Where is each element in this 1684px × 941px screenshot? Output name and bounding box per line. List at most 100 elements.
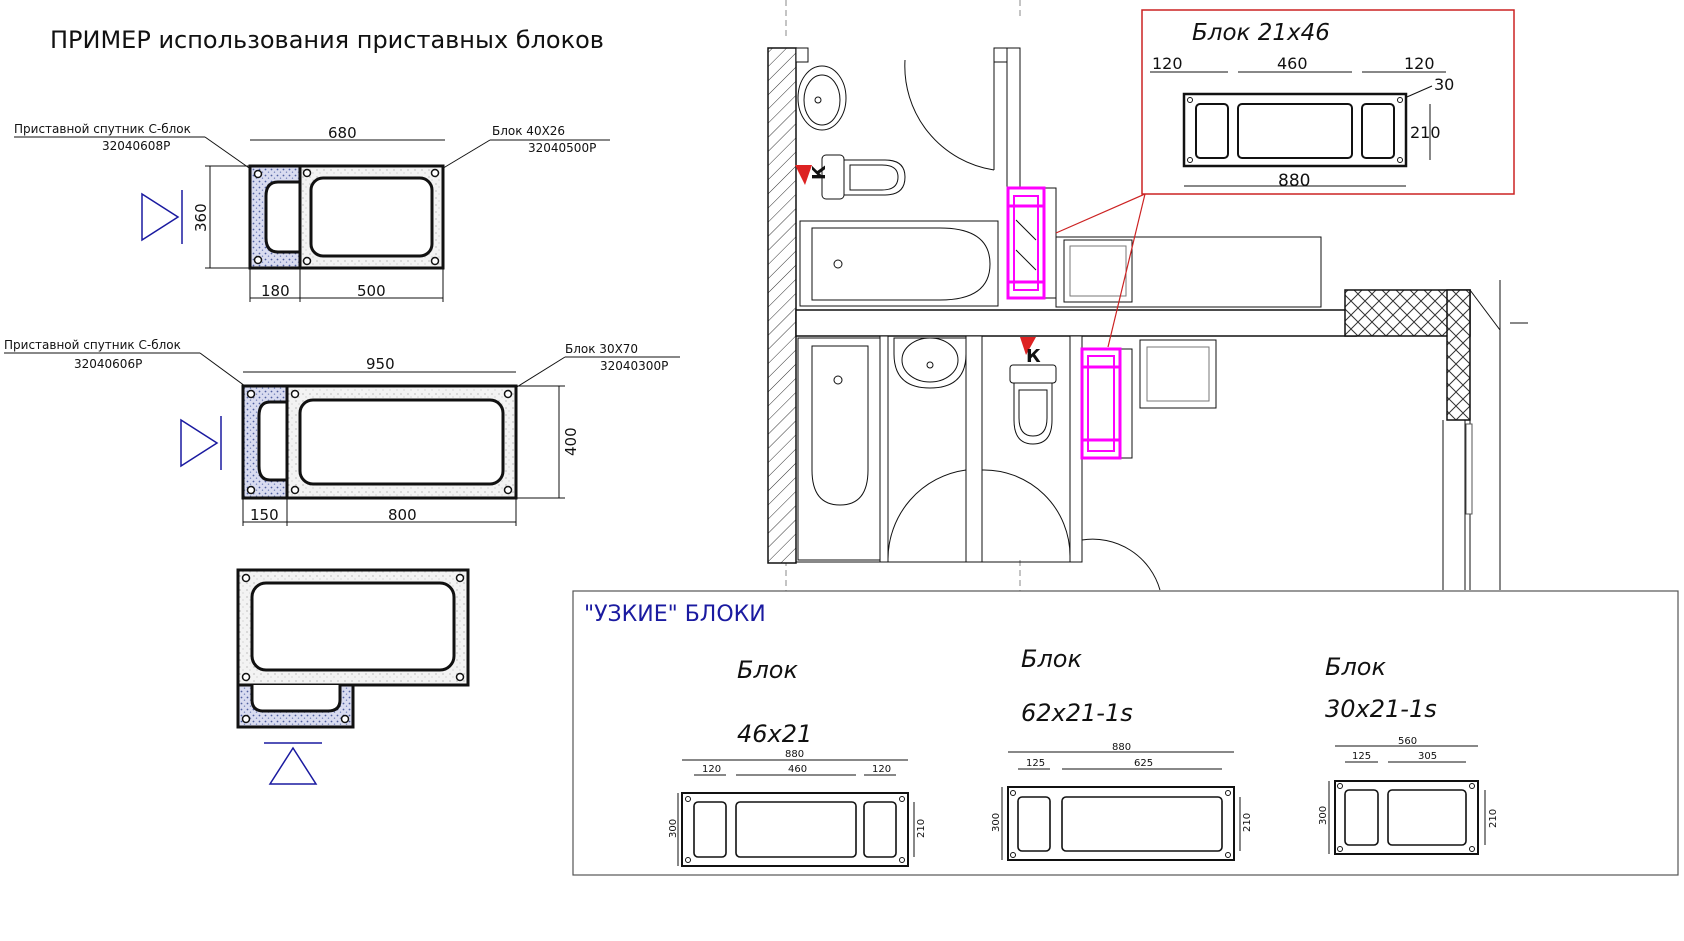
detail-dim-total: 880 <box>1278 171 1310 191</box>
detail-cavity-mid <box>1237 103 1353 159</box>
cavity <box>735 801 857 858</box>
bolt-hole <box>241 573 251 583</box>
bolt-hole <box>899 796 905 802</box>
view-direction-symbol <box>264 742 322 785</box>
bolt-hole <box>430 168 440 178</box>
dim-b: 625 <box>1134 758 1153 769</box>
satellite-cavity <box>257 400 287 482</box>
dim-b: 460 <box>788 764 807 775</box>
washbasin-lower <box>893 337 967 389</box>
bolt-hole <box>503 485 513 495</box>
cavity <box>693 801 727 858</box>
block-label-2: Блок 30Х70 <box>565 342 638 356</box>
satellite-label-1: Приставной спутник С-блок <box>14 122 191 136</box>
wall <box>879 335 889 563</box>
detail-dim-left: 120 <box>1152 54 1183 73</box>
dim-total: 560 <box>1398 736 1417 747</box>
leader-line <box>204 136 253 171</box>
highlight-block-lower <box>1080 347 1133 460</box>
detail-title: Блок 21х46 <box>1192 20 1330 46</box>
block-name: Блок <box>1021 645 1082 673</box>
bolt-hole <box>290 485 300 495</box>
marker-flag <box>1020 337 1036 355</box>
example-2: Приставной спутник С-блок 32040606Р Блок… <box>4 338 680 526</box>
bolt-hole <box>685 857 691 863</box>
bolt-hole <box>455 672 465 682</box>
cavity <box>1387 789 1467 846</box>
dim-left-1: 180 <box>261 282 290 300</box>
wall <box>1069 335 1083 563</box>
toilet-lower <box>1009 364 1057 445</box>
cavity <box>863 801 897 858</box>
bolt-hole <box>430 256 440 266</box>
example-3 <box>236 568 470 785</box>
dim-height-1: 360 <box>192 203 210 232</box>
wall <box>767 47 797 564</box>
dim-h2: 210 <box>1242 813 1253 832</box>
leader-line <box>511 356 566 391</box>
washbasin-upper <box>797 65 847 131</box>
cavity <box>1344 789 1379 846</box>
bolt-hole <box>246 389 256 399</box>
dim-right-2: 800 <box>388 506 417 524</box>
satellite-code-2: 32040606Р <box>74 357 142 371</box>
bolt-hole <box>1010 790 1016 796</box>
dim-h1: 300 <box>1318 806 1329 825</box>
callout-line <box>1107 193 1146 348</box>
bolt-hole <box>1337 783 1343 789</box>
bolt-hole <box>1337 846 1343 852</box>
narrow-blocks-panel: "УЗКИЕ" БЛОКИ Блок 46х21 880 120 460 120… <box>572 590 1679 876</box>
main-block-cavity <box>298 398 505 486</box>
main-block-cavity <box>250 581 456 672</box>
bolt-hole <box>340 714 350 724</box>
cabinet-inner <box>1146 346 1210 402</box>
marker-flag <box>795 165 812 185</box>
block-name: Блок <box>737 656 798 684</box>
block-size: 46х21 <box>737 720 812 748</box>
detail-dim-mid: 460 <box>1277 54 1308 73</box>
bolt-hole <box>1469 783 1475 789</box>
bolt-hole <box>290 389 300 399</box>
detail-callout: Блок 21х46 120 460 120 30 210 880 <box>1141 9 1515 195</box>
bathtub-upper <box>799 220 999 307</box>
block-code-1: 32040500Р <box>528 141 596 155</box>
door-swing <box>887 469 967 561</box>
dim-right-1: 500 <box>357 282 386 300</box>
door-swing <box>904 59 995 171</box>
dim-total: 880 <box>1112 742 1131 753</box>
dim-total-2: 950 <box>366 355 395 373</box>
bolt-hole <box>1010 852 1016 858</box>
callout-line <box>1055 193 1146 234</box>
bolt-hole <box>503 389 513 399</box>
dim-a: 125 <box>1026 758 1045 769</box>
door-swing <box>981 469 1071 557</box>
dim-h1: 300 <box>668 819 679 838</box>
satellite-cavity <box>250 685 342 713</box>
block-size: 30х21-1s <box>1325 695 1437 723</box>
dim-c: 120 <box>872 764 891 775</box>
bolt-hole <box>455 573 465 583</box>
detail-cavity-right <box>1361 103 1395 159</box>
cabinet-inner <box>1069 245 1127 297</box>
page-title: ПРИМЕР использования приставных блоков <box>50 26 604 54</box>
dim-a: 125 <box>1352 751 1371 762</box>
bolt-hole <box>1187 157 1193 163</box>
bolt-hole <box>302 256 312 266</box>
narrow-block-3: Блок 30х21-1s 560 125 305 300 210 <box>1318 653 1499 855</box>
satellite-cavity <box>264 180 300 254</box>
leader-line <box>199 352 246 387</box>
dim-total-1: 680 <box>328 124 357 142</box>
dim-b: 305 <box>1418 751 1437 762</box>
marker-k-upper: К <box>809 165 830 180</box>
dim-height-2: 400 <box>562 427 580 456</box>
wall <box>795 309 1357 337</box>
dim-total: 880 <box>785 749 804 760</box>
block-size: 62х21-1s <box>1021 699 1133 727</box>
bolt-hole <box>685 796 691 802</box>
bolt-hole <box>1187 97 1193 103</box>
dim-h2: 210 <box>916 819 927 838</box>
toilet-upper <box>821 154 906 200</box>
bolt-hole <box>1225 790 1231 796</box>
detail-dim-height: 210 <box>1410 123 1441 142</box>
dim-h1: 300 <box>991 813 1002 832</box>
